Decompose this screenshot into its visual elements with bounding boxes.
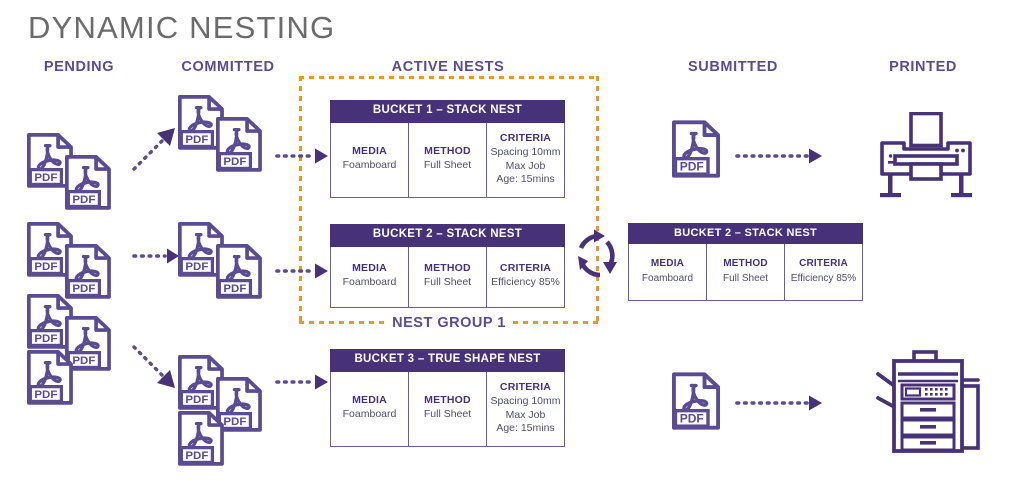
- bucket-3-media-value: Foamboard: [342, 408, 397, 421]
- bucket-3-media-label: MEDIA: [352, 394, 387, 406]
- dotted-arrow-right-icon: [275, 374, 328, 390]
- arrow-submitted-1-to-printer: [735, 148, 823, 164]
- arrow-committed-3-to-bucket-3: [275, 374, 329, 390]
- column-header-active-nests: ACTIVE NESTS: [391, 59, 505, 75]
- bucket-2-submitted-method-cell: METHOD Full Sheet: [707, 244, 785, 300]
- pdf-submitted-1[interactable]: [672, 120, 720, 178]
- dotted-arrow-right-icon: [275, 263, 328, 279]
- bucket-1-method-label: METHOD: [424, 145, 471, 157]
- pdf-document-icon: [672, 372, 720, 430]
- bucket-2-submitted-media-cell: MEDIA Foamboard: [629, 244, 707, 300]
- pdf-document-icon: [672, 120, 720, 178]
- bucket-2-method-cell: METHOD Full Sheet: [409, 246, 487, 307]
- bucket-1-media-value: Foamboard: [342, 159, 397, 172]
- column-header-printed: PRINTED: [889, 59, 957, 75]
- bucket-2-media-value: Foamboard: [342, 276, 397, 289]
- bucket-card-1[interactable]: BUCKET 1 – STACK NEST MEDIA Foamboard ME…: [330, 100, 565, 198]
- pdf-stack-committed-2[interactable]: [178, 222, 286, 310]
- pdf-document-icon: [178, 95, 262, 172]
- bucket-2-media-cell: MEDIA Foamboard: [331, 246, 409, 307]
- pdf-stack-committed-3[interactable]: [178, 355, 290, 479]
- bucket-2-submitted-media-label: MEDIA: [650, 258, 685, 270]
- bucket-2-method-label: METHOD: [424, 262, 471, 274]
- bucket-2-submitted-title: BUCKET 2 – STACK NEST: [628, 223, 863, 244]
- bucket-2-media-label: MEDIA: [352, 262, 387, 274]
- bucket-3-body: MEDIA Foamboard METHOD Full Sheet CRITER…: [330, 371, 565, 447]
- pdf-stack-pending-1[interactable]: [27, 133, 135, 221]
- bucket-1-method-value: Full Sheet: [423, 159, 472, 172]
- nest-group-border-bottom-left: [299, 321, 385, 324]
- bucket-3-method-value: Full Sheet: [423, 408, 472, 421]
- nest-group-border-left: [299, 76, 302, 324]
- sync-recycle-icon-wrapper[interactable]: [572, 229, 624, 290]
- bucket-2-title: BUCKET 2 – STACK NEST: [330, 224, 565, 247]
- bucket-2-method-value: Full Sheet: [423, 276, 472, 289]
- column-header-submitted: SUBMITTED: [688, 59, 778, 75]
- bucket-2-submitted-method-value: Full Sheet: [722, 272, 769, 284]
- bucket-2-submitted-body: MEDIA Foamboard METHOD Full Sheet CRITER…: [628, 244, 863, 301]
- arrow-pending-2-to-committed-2: [132, 248, 180, 264]
- bucket-2-body: MEDIA Foamboard METHOD Full Sheet CRITER…: [330, 246, 565, 308]
- wide-format-printer[interactable]: [878, 112, 974, 200]
- column-header-pending: PENDING: [43, 59, 115, 75]
- bucket-3-criteria-label: CRITERIA: [499, 380, 552, 393]
- bucket-2-criteria-value: Efficiency 85%: [491, 276, 560, 289]
- bucket-card-2-submitted[interactable]: BUCKET 2 – STACK NEST MEDIA Foamboard ME…: [628, 223, 863, 301]
- bucket-2-criteria-cell: CRITERIA Efficiency 85%: [487, 247, 564, 307]
- bucket-card-2[interactable]: BUCKET 2 – STACK NEST MEDIA Foamboard ME…: [330, 224, 565, 308]
- bucket-2-submitted-criteria-value: Efficiency 85%: [790, 272, 857, 284]
- bucket-card-3[interactable]: BUCKET 3 – TRUE SHAPE NEST MEDIA Foamboa…: [330, 349, 565, 447]
- sync-recycle-icon: [578, 229, 617, 278]
- arrow-pending-3-to-committed-3: [131, 344, 181, 388]
- nest-group-boundary: [299, 76, 599, 324]
- pdf-document-icon: [178, 355, 262, 466]
- bucket-2-criteria-label: CRITERIA: [499, 262, 552, 274]
- pdf-stack-pending-3[interactable]: [27, 294, 139, 418]
- multifunction-copier-icon: [876, 350, 980, 453]
- bucket-1-title: BUCKET 1 – STACK NEST: [330, 100, 565, 123]
- arrow-committed-2-to-bucket-2: [275, 263, 329, 279]
- bucket-1-method-cell: METHOD Full Sheet: [409, 122, 487, 197]
- pdf-document-icon: [27, 133, 111, 210]
- nest-group-border-bottom-right: [513, 321, 599, 324]
- wide-format-printer-icon: [880, 112, 972, 198]
- bucket-2-submitted-media-value: Foamboard: [641, 272, 694, 284]
- dotted-arrow-right-icon: [275, 148, 328, 164]
- bucket-2-submitted-criteria-cell: CRITERIA Efficiency 85%: [785, 244, 862, 300]
- bucket-1-criteria-label: CRITERIA: [499, 131, 552, 144]
- bucket-3-method-label: METHOD: [424, 394, 471, 406]
- dotted-arrow-right-icon: [132, 248, 179, 264]
- bucket-3-media-cell: MEDIA Foamboard: [331, 371, 409, 446]
- dotted-arrow-right-icon: [735, 395, 822, 411]
- column-header-committed: COMMITTED: [181, 59, 275, 75]
- page-title: DYNAMIC NESTING: [28, 10, 336, 45]
- nest-group-label: NEST GROUP 1: [392, 315, 506, 331]
- pdf-submitted-2[interactable]: [672, 372, 720, 430]
- bucket-1-body: MEDIA Foamboard METHOD Full Sheet CRITER…: [330, 122, 565, 198]
- bucket-2-submitted-criteria-label: CRITERIA: [799, 258, 848, 270]
- arrow-pending-1-to-committed-1: [131, 128, 181, 172]
- pdf-document-icon: [178, 222, 262, 299]
- dotted-arrow-down-right-icon: [132, 345, 175, 388]
- nest-group-border-top: [299, 76, 599, 79]
- dotted-arrow-up-right-icon: [132, 128, 175, 171]
- bucket-3-title: BUCKET 3 – TRUE SHAPE NEST: [330, 349, 565, 372]
- arrow-submitted-2-to-copier: [735, 395, 823, 411]
- multifunction-copier[interactable]: [874, 350, 982, 462]
- pdf-document-icon: [27, 294, 111, 405]
- dotted-arrow-right-icon: [735, 148, 822, 164]
- bucket-1-media-label: MEDIA: [352, 145, 387, 157]
- arrow-committed-1-to-bucket-1: [275, 148, 329, 164]
- nest-group-border-right: [596, 76, 599, 324]
- pdf-stack-committed-1[interactable]: [178, 95, 286, 183]
- bucket-3-method-cell: METHOD Full Sheet: [409, 371, 487, 446]
- bucket-1-media-cell: MEDIA Foamboard: [331, 122, 409, 197]
- bucket-2-submitted-method-label: METHOD: [723, 258, 768, 270]
